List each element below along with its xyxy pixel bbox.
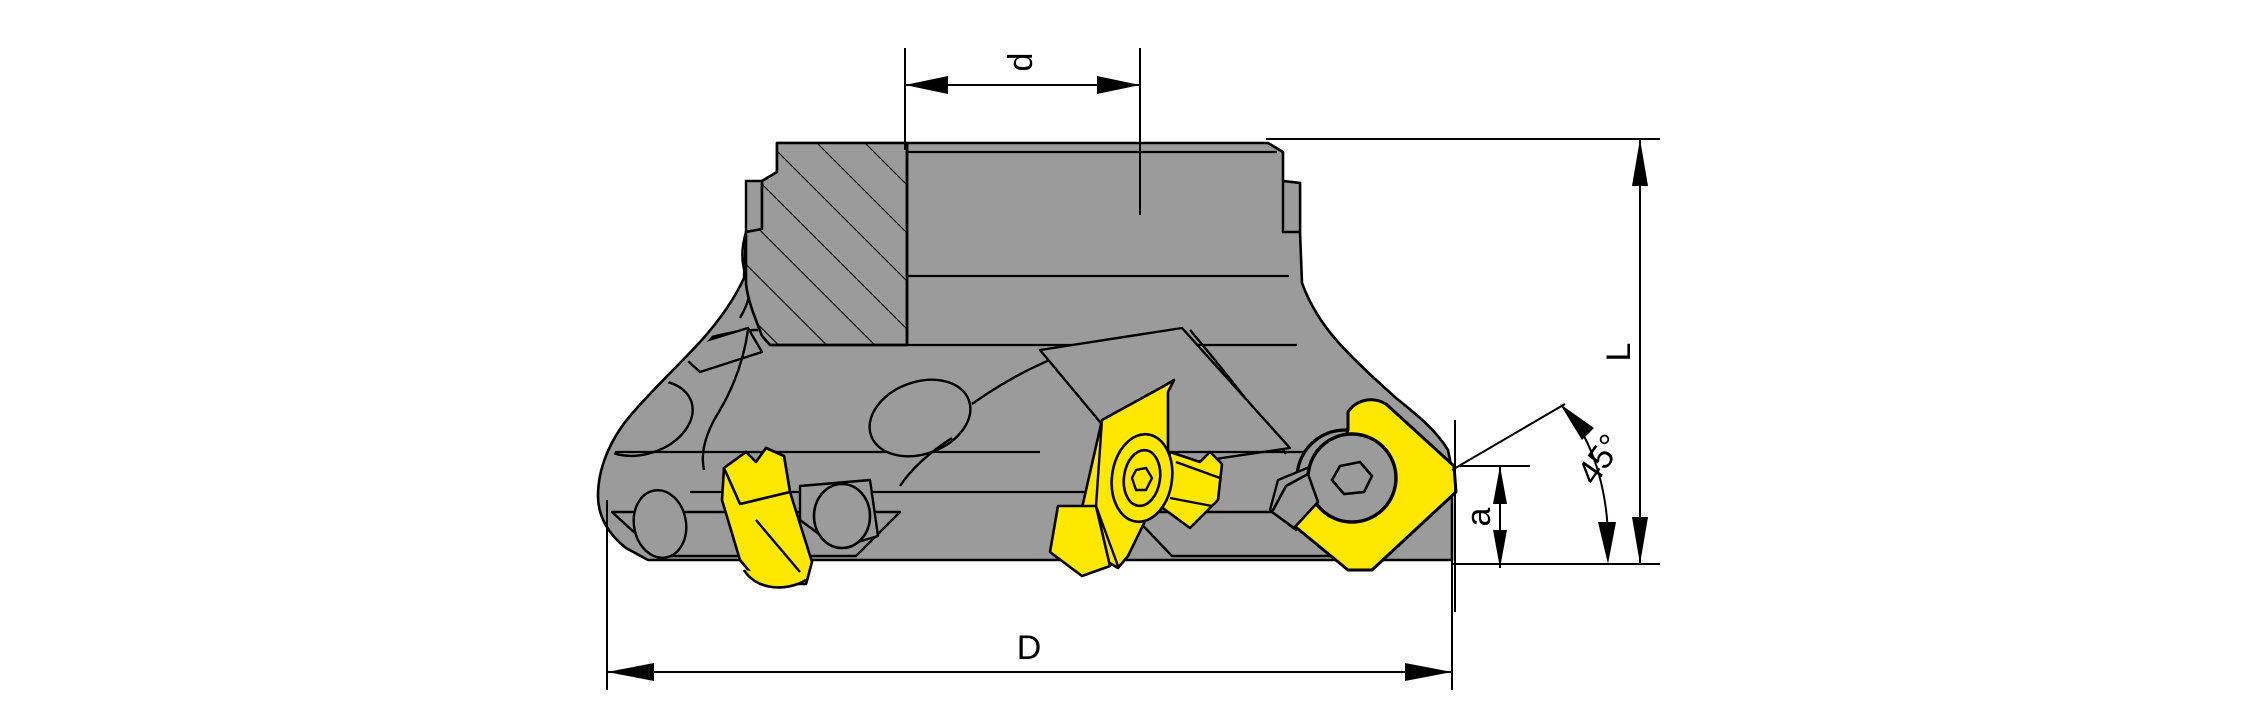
dim-d-arrow-left bbox=[905, 76, 948, 94]
dim-a-arrow-bottom bbox=[1493, 530, 1507, 568]
insert-center bbox=[1048, 378, 1224, 578]
dim-d-arrow-right bbox=[1097, 76, 1140, 94]
dim-L-label: L bbox=[1600, 343, 1638, 362]
insert-right bbox=[1270, 398, 1458, 572]
flute-line-center-a bbox=[899, 436, 953, 487]
insert-center-seat-shoulder bbox=[1048, 504, 1112, 578]
screw-seat-left bbox=[632, 489, 688, 559]
insert-left-flank-line bbox=[755, 519, 801, 573]
dimension-D: D bbox=[606, 500, 1453, 690]
dim-d-label: d bbox=[1002, 53, 1040, 72]
angle-leader-line bbox=[1451, 403, 1566, 471]
angle-arc-arrow-bottom bbox=[1598, 522, 1616, 564]
insert-center-back-wedge bbox=[1158, 450, 1224, 530]
insert-left-edge-line bbox=[739, 490, 791, 506]
screw-center-hex bbox=[1130, 466, 1154, 492]
insert-center-rake-line bbox=[1094, 419, 1120, 567]
insert-left bbox=[720, 446, 814, 589]
chip-notch-left bbox=[674, 326, 764, 374]
screw-seat-center-notch bbox=[812, 482, 872, 550]
dim-L-arrow-top bbox=[1632, 139, 1648, 186]
dimension-d: d bbox=[904, 48, 1141, 215]
insert-center-chipbreaker-a bbox=[1175, 460, 1221, 480]
angle-45-label: 45° bbox=[1570, 427, 1631, 491]
dim-D-arrow-right bbox=[1405, 663, 1452, 681]
shank-shoulder-step bbox=[744, 179, 764, 234]
dim-L-arrow-bottom bbox=[1632, 517, 1648, 564]
insert-center-chipbreaker-b bbox=[1169, 496, 1213, 508]
flange-shoulder-step-right bbox=[1281, 179, 1302, 234]
dim-a-label: a bbox=[1460, 507, 1498, 526]
dim-D-arrow-left bbox=[607, 663, 654, 681]
dim-a-arrow-top bbox=[1493, 466, 1507, 504]
screw-right-hex bbox=[1330, 460, 1374, 496]
dim-D-label: D bbox=[1017, 629, 1042, 667]
insert-left-tip-arc bbox=[742, 569, 807, 589]
angle-arc-arrow-top bbox=[1560, 404, 1594, 440]
dimension-a: a bbox=[1454, 420, 1530, 612]
cutter-body-group bbox=[596, 141, 1458, 589]
section-hatching bbox=[744, 141, 909, 347]
dimension-angle-45: 45° bbox=[1451, 403, 1640, 565]
insert-right-clamp-wedge bbox=[1270, 472, 1320, 530]
